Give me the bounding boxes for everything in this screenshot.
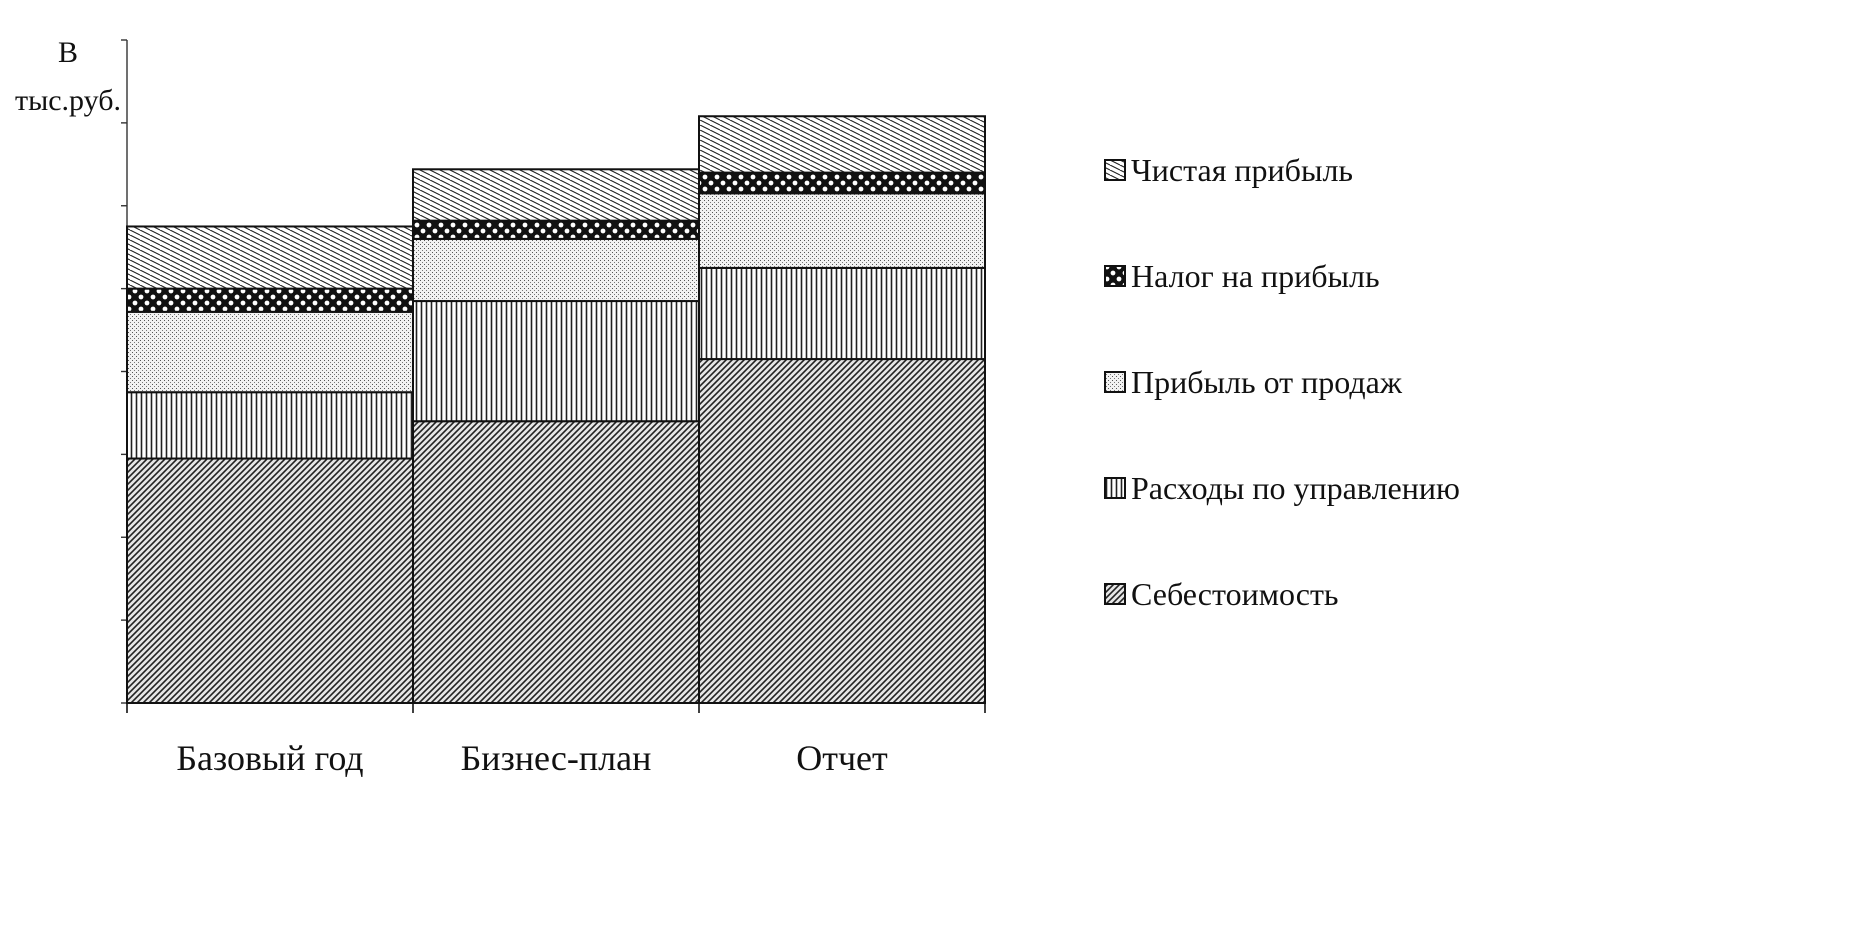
legend-label: Прибыль от продаж — [1131, 364, 1403, 400]
category-labels: Базовый год Бизнес-план Отчет — [176, 738, 888, 778]
bar-segment-2-2 — [412, 300, 700, 423]
bar-segment-3-3 — [698, 192, 986, 269]
legend-swatch — [1104, 371, 1126, 393]
legend-label: Расходы по управлению — [1131, 470, 1460, 506]
bar-segment-3-2 — [698, 266, 986, 361]
bar-segment-3-1 — [698, 358, 986, 704]
x-tick-label: Бизнес-план — [461, 738, 652, 778]
bar-segment-1-2 — [126, 391, 414, 460]
legend-swatch — [1104, 159, 1126, 181]
legend-swatch — [1104, 583, 1126, 605]
x-tick-label: Отчет — [796, 738, 888, 778]
y-unit-label-line1: В — [58, 36, 78, 69]
legend-swatch — [1104, 477, 1126, 499]
bar-segment-2-1 — [412, 420, 700, 704]
bar-segment-1-5 — [126, 225, 414, 290]
legend-label: Себестоимость — [1131, 576, 1339, 612]
bar-segment-1-4 — [126, 287, 414, 313]
legend-label: Чистая прибыль — [1131, 152, 1353, 188]
bar-segment-1-1 — [126, 457, 414, 704]
legend-label: Налог на прибыль — [1131, 258, 1380, 294]
bar-segment-2-3 — [412, 237, 700, 303]
bar-segment-3-4 — [698, 171, 986, 195]
legend-swatch — [1104, 265, 1126, 287]
bar-segment-1-3 — [126, 310, 414, 394]
bar-segment-2-5 — [412, 168, 700, 222]
bar-segment-2-4 — [412, 219, 700, 240]
y-unit-label-line2: тыс.руб. — [15, 84, 121, 117]
bars-group — [126, 115, 986, 704]
x-tick-label: Базовый год — [176, 738, 363, 778]
bar-segment-3-5 — [698, 115, 986, 174]
